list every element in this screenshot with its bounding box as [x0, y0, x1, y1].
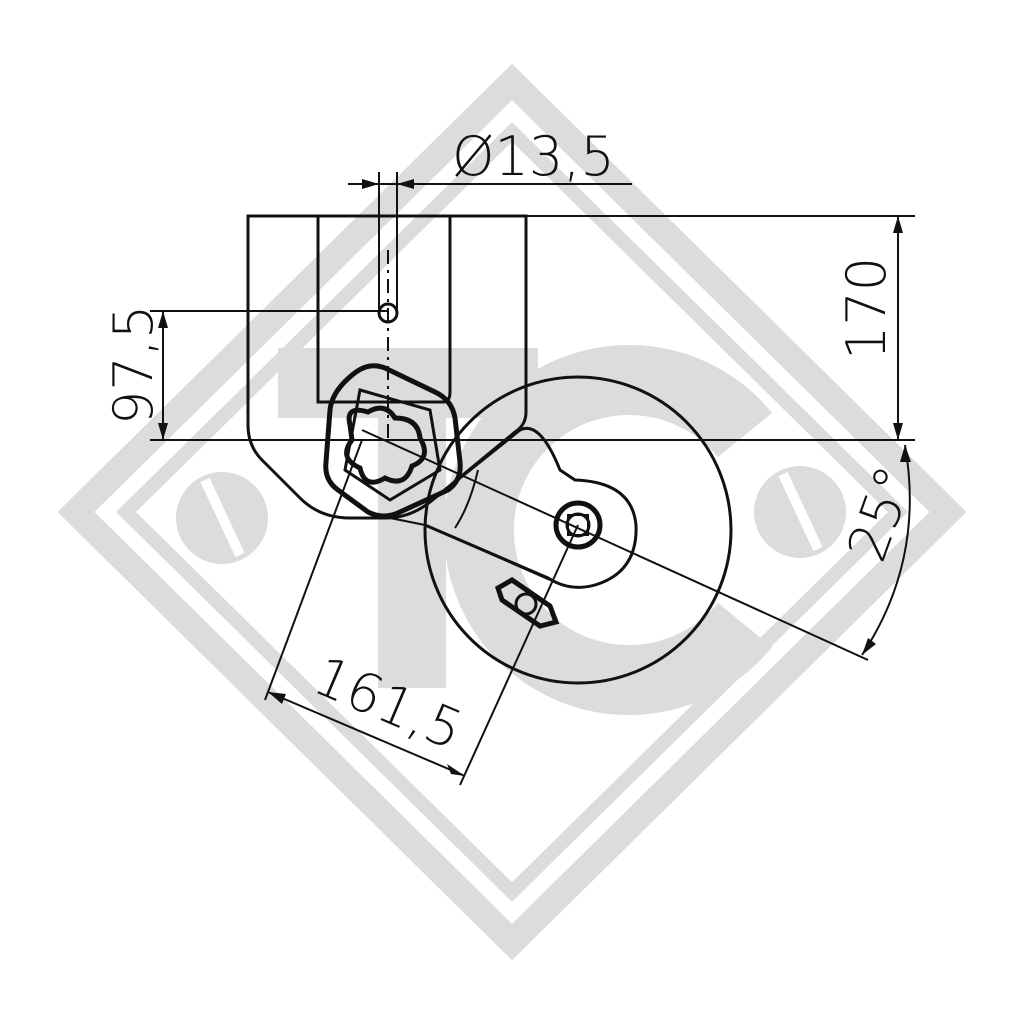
swing-arm-lower-edge [389, 517, 551, 581]
watermark-dot-right-slash [778, 471, 823, 552]
torsion-tube [323, 363, 463, 519]
dim-mount-arrow-top [158, 311, 168, 328]
shock-mount-body [494, 577, 560, 629]
dim-total-arrow-bottom [893, 423, 903, 440]
axle-perpendicular-line [264, 439, 363, 701]
dim-arm-line [267, 691, 466, 777]
center-lines [264, 250, 869, 786]
torsion-tube-outer [323, 363, 463, 519]
total-height-label: 170 [835, 257, 898, 360]
dim-bolt-arrow-right [397, 179, 414, 189]
shock-mount [494, 577, 560, 629]
dim-mount-height: 97,5 [102, 305, 915, 441]
dim-bolt-arrow-left [362, 179, 379, 189]
dim-arm-arrow-left [268, 692, 286, 704]
rubber-cords [344, 405, 427, 485]
watermark-diamond-inner [116, 122, 908, 902]
hub-nut [567, 514, 589, 536]
dim-total-arrow-top [893, 216, 903, 233]
arm-center-line [361, 429, 869, 661]
hub-outer [553, 500, 603, 550]
dim-angle-arrow-bottom [862, 638, 876, 655]
swing-arm-inner-edge [454, 469, 479, 529]
mount-height-label: 97,5 [102, 305, 165, 425]
dim-mount-arrow-bottom [158, 423, 168, 440]
watermark-letter-c [444, 345, 773, 715]
dim-arm-arrow-right [447, 764, 465, 776]
bolt-diameter-label: Ø13,5 [452, 125, 615, 188]
dim-angle-arrow-top [900, 445, 911, 462]
wheel-hub [553, 500, 603, 550]
wheel-outline [423, 375, 733, 685]
swing-arm [389, 427, 638, 589]
watermark-diamond-outer [57, 63, 967, 961]
dim-angle-arc [861, 444, 911, 656]
hub-perpendicular-line [459, 524, 579, 786]
dim-bolt-diameter: Ø13,5 [348, 125, 632, 310]
swing-arm-body [424, 427, 638, 589]
dim-total-height: 170 [526, 215, 915, 440]
watermark-dot-left-slash [200, 477, 245, 558]
shock-mount-pin [514, 592, 538, 616]
watermark-logo [57, 63, 967, 961]
